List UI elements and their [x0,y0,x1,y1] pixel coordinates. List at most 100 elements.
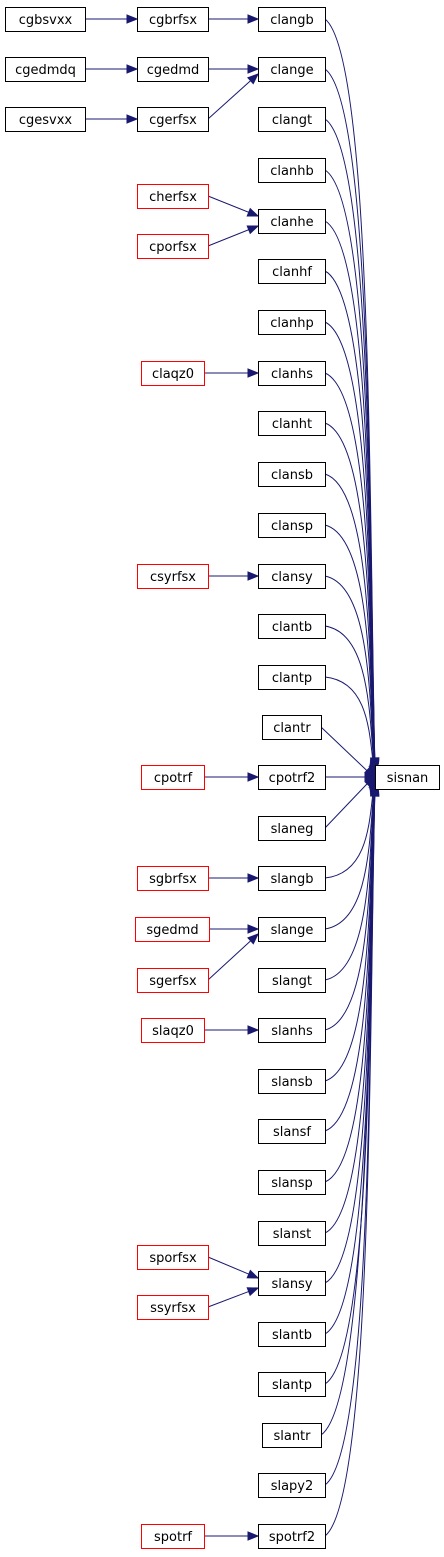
node-slaqz0[interactable]: slaqz0 [141,1018,205,1043]
node-slapy2-label: slapy2 [271,1479,314,1494]
node-slaqz0-label: slaqz0 [152,1024,194,1039]
node-sisnan: sisnan [375,765,440,790]
node-slaneg[interactable]: slaneg [258,816,326,841]
node-slange[interactable]: slange [258,917,326,942]
edge-cgerfsx-to-clange-arrowhead [247,73,260,85]
node-slanhs-box [258,1018,326,1043]
node-clansb-box [258,462,326,487]
node-cporfsx[interactable]: cporfsx [137,234,209,259]
node-cgbrfsx[interactable]: cgbrfsx [137,7,209,32]
node-sgedmd[interactable]: sgedmd [135,917,210,942]
node-clantr-label: clantr [273,721,311,736]
node-cgesvxx[interactable]: cgesvxx [5,107,86,132]
node-clanhp[interactable]: clanhp [258,310,326,335]
node-slanhs[interactable]: slanhs [258,1018,326,1043]
node-cpotrf-label: cpotrf [154,771,193,786]
node-slangt[interactable]: slangt [258,968,326,993]
node-cpotrf-box [141,765,205,790]
node-slanhs-label: slanhs [271,1024,313,1039]
node-cgbsvxx-box [5,7,86,32]
node-slantp[interactable]: slantp [258,1372,326,1397]
node-cgerfsx-label: cgerfsx [149,113,197,128]
node-clanhe-label: clanhe [270,215,313,230]
edge-slantr-to-sisnan [320,784,376,1436]
node-clanht[interactable]: clanht [258,411,326,436]
node-slantb[interactable]: slantb [258,1322,326,1347]
node-slansp-label: slansp [271,1176,313,1191]
edge-slaqz0-to-slanhs-arrowhead [247,1025,260,1035]
node-clanhs[interactable]: clanhs [258,361,326,386]
node-ssyrfsx[interactable]: ssyrfsx [137,1295,209,1320]
node-clansy-box [258,564,326,589]
node-clansp[interactable]: clansp [258,513,326,538]
node-slansf[interactable]: slansf [258,1119,326,1144]
node-slansp[interactable]: slansp [258,1170,326,1195]
node-clanhs-label: clanhs [271,367,313,382]
node-clange[interactable]: clange [258,57,326,82]
node-clangb[interactable]: clangb [258,7,326,32]
edge-spotrf2-to-sisnan-arrowhead [370,784,380,797]
edge-clansb-to-sisnan [324,473,376,774]
node-claqz0[interactable]: claqz0 [141,361,205,386]
node-slanst-label: slanst [273,1227,311,1242]
node-cpotrf[interactable]: cpotrf [141,765,205,790]
node-clantr[interactable]: clantr [262,715,322,740]
node-slapy2[interactable]: slapy2 [258,1473,326,1498]
node-csyrfsx-box [137,564,209,589]
node-slansy[interactable]: slansy [258,1271,326,1296]
edge-cgesvxx-to-cgerfsx-arrowhead [126,114,139,124]
edge-cgbsvxx-to-cgbrfsx-arrowhead [126,14,139,24]
node-cgbrfsx-label: cgbrfsx [149,13,197,28]
node-sporfsx[interactable]: sporfsx [137,1245,209,1270]
edge-cporfsx-to-clanhe-arrowhead [246,225,260,235]
edge-ssyrfsx-to-slansy-arrowhead [246,1287,260,1297]
node-sgerfsx-box [137,968,209,993]
node-slangt-label: slangt [272,974,312,989]
node-clantb-label: clantb [272,620,312,635]
node-clanhe[interactable]: clanhe [258,209,326,234]
node-slantb-box [258,1322,326,1347]
node-cporfsx-label: cporfsx [149,240,197,255]
node-spotrf[interactable]: spotrf [141,1524,205,1549]
node-cgerfsx[interactable]: cgerfsx [137,107,209,132]
node-cgedmdq[interactable]: cgedmdq [5,57,86,82]
node-slantb-label: slantb [272,1328,312,1343]
node-slansf-label: slansf [273,1125,311,1140]
node-cherfsx[interactable]: cherfsx [137,184,209,209]
node-clansb[interactable]: clansb [258,462,326,487]
node-cpotrf2[interactable]: cpotrf2 [258,765,326,790]
node-slansb-label: slansb [271,1075,313,1090]
node-clangt[interactable]: clangt [258,107,326,132]
node-slansb[interactable]: slansb [258,1069,326,1094]
node-cgbrfsx-box [137,7,209,32]
node-clantb[interactable]: clantb [258,614,326,639]
node-slanst[interactable]: slanst [258,1221,326,1246]
nodes-layer: cgbsvxx cgedmdq cgesvxx cherfsx cporfsx claqz… [5,7,440,1549]
node-sgerfsx[interactable]: sgerfsx [137,968,209,993]
node-spotrf2[interactable]: spotrf2 [258,1524,326,1549]
node-cgedmd[interactable]: cgedmd [137,57,209,82]
node-cpotrf2-label: cpotrf2 [269,771,316,786]
node-sgbrfsx[interactable]: sgbrfsx [137,866,209,891]
edge-slangb-to-sisnan [324,778,376,879]
edge-cherfsx-to-clanhe-arrowhead [246,207,260,217]
node-cpotrf2-box [258,765,326,790]
node-clanhf-label: clanhf [272,265,312,280]
edge-cpotrf-to-cpotrf2-arrowhead [247,772,260,782]
node-clange-box [258,57,326,82]
node-sgbrfsx-label: sgbrfsx [149,872,197,887]
node-clanhb[interactable]: clanhb [258,158,326,183]
node-slantr[interactable]: slantr [262,1423,322,1448]
node-csyrfsx[interactable]: csyrfsx [137,564,209,589]
node-slangb[interactable]: slangb [258,866,326,891]
node-clantr-box [262,715,322,740]
node-claqz0-label: claqz0 [152,367,194,382]
edge-sporfsx-to-slansy-arrowhead [246,1269,260,1279]
node-cgbsvxx[interactable]: cgbsvxx [5,7,86,32]
node-clansy[interactable]: clansy [258,564,326,589]
node-clanhf[interactable]: clanhf [258,259,326,284]
node-cgedmd-box [137,57,209,82]
node-clantp[interactable]: clantp [258,665,326,690]
edge-slaneg-to-sisnan [324,777,374,829]
